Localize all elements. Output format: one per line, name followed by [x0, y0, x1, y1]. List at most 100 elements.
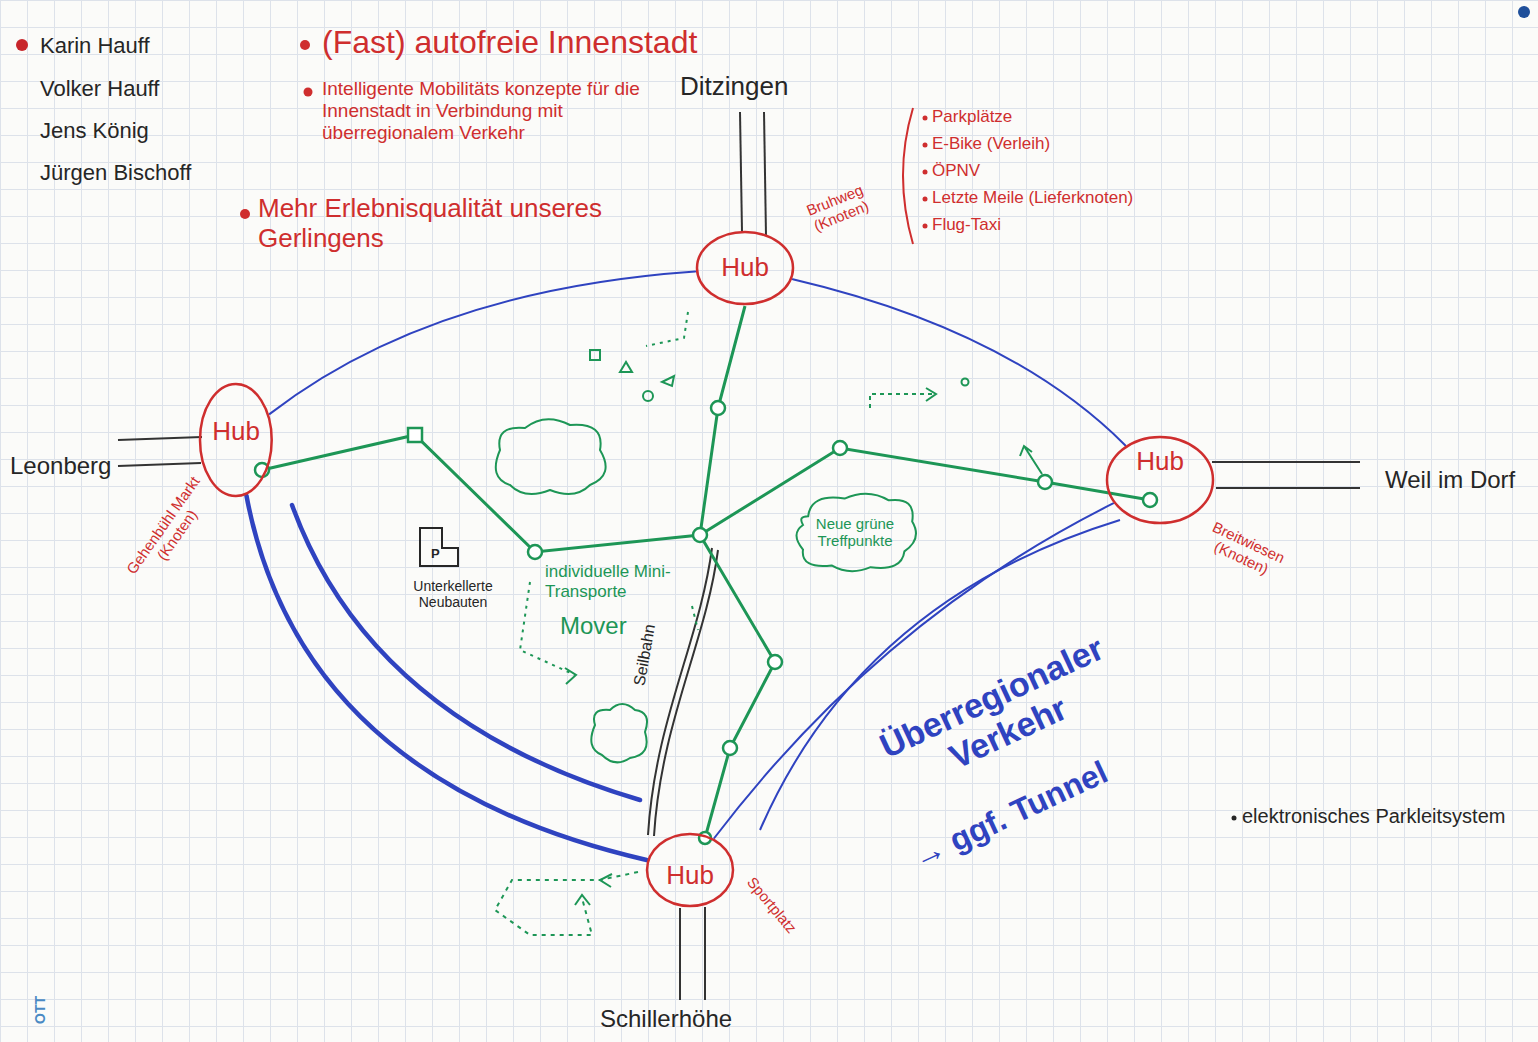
- author-name: Karin Hauff: [40, 33, 150, 58]
- hub-shape: [697, 232, 793, 304]
- hub-ellipse: HubGehenbühl Markt (Knoten): [198, 382, 274, 498]
- road-line: [118, 463, 201, 466]
- hub-feature: Flug-Taxi: [932, 215, 1001, 235]
- hub-feature: ÖPNV: [932, 161, 980, 181]
- hub-location: Breitwiesen (Knoten): [1192, 513, 1297, 587]
- watermark: OTT: [32, 990, 48, 1030]
- ring-road-connector: [270, 271, 695, 413]
- bullet-dot: [923, 224, 928, 229]
- hub-label: Hub: [666, 861, 714, 891]
- mini-vehicle: [662, 376, 674, 386]
- station: [768, 655, 782, 669]
- dotted-route: [870, 394, 935, 408]
- green-cloud: [591, 704, 647, 762]
- hub-feature: Letzte Meile (Lieferknoten): [932, 188, 1133, 208]
- bullet-dot: [304, 88, 313, 97]
- arrow-head: [926, 388, 936, 401]
- mover-route: [700, 448, 1150, 535]
- hub-label: Hub: [212, 417, 260, 447]
- station: [528, 545, 542, 559]
- pin: [1518, 6, 1530, 18]
- cable-car-line: [654, 550, 718, 836]
- mini-vehicle: [620, 362, 632, 372]
- station: [833, 441, 847, 455]
- cloud-label: Neue grüne Treffpunkte: [808, 515, 902, 550]
- dotted-route: [692, 606, 698, 630]
- hub-shape: [1107, 437, 1213, 523]
- hub-ellipse: HubBruhweg (Knoten): [695, 230, 795, 306]
- bullet-dot: [240, 209, 250, 219]
- road-line: [740, 112, 742, 232]
- road-line: [1216, 487, 1360, 489]
- mini-vehicle: [590, 350, 600, 360]
- road-line: [764, 112, 766, 236]
- ring-road-connector: [793, 279, 1125, 445]
- goal-text: Intelligente Mobilitäts konzepte für die…: [322, 78, 662, 144]
- bullet-dot: [923, 197, 928, 202]
- mover-route: [262, 435, 700, 552]
- author-name: Jens König: [40, 118, 149, 143]
- side-note: elektronisches Parkleitsystem: [1242, 805, 1527, 828]
- hub-ellipse: HubBreitwiesen (Knoten): [1105, 435, 1215, 525]
- bracket: [903, 108, 913, 244]
- arrow-head: [565, 668, 576, 684]
- place-name: Weil im Dorf: [1385, 466, 1515, 494]
- bullet-dot: [923, 170, 928, 175]
- road-line: [704, 907, 706, 1000]
- goal-text: (Fast) autofreie Innenstadt: [322, 24, 697, 61]
- ring-road-line: [292, 505, 640, 800]
- road-line: [1212, 461, 1360, 463]
- bullet-dot: [923, 143, 928, 148]
- hub-location: Gehenbühl Markt (Knoten): [119, 467, 222, 593]
- parking-sign: P: [431, 547, 440, 562]
- arrow-head: [575, 895, 590, 905]
- station: [1038, 475, 1052, 489]
- meeting-cloud: Neue grüne Treffpunkte: [790, 488, 920, 576]
- author-name: Jürgen Bischoff: [40, 160, 191, 185]
- hub-feature: Parkplätze: [932, 107, 1012, 127]
- hub-label: Hub: [721, 253, 769, 283]
- mini-vehicle: [962, 379, 969, 386]
- station: [1143, 493, 1157, 507]
- dotted-route: [495, 872, 638, 935]
- transport-note: individuelle Mini-Transporte: [545, 562, 695, 601]
- traffic-note: → ggf. Tunnel: [889, 745, 1131, 884]
- transport-note: Mover: [560, 612, 627, 640]
- road-line: [118, 437, 202, 440]
- hub-ellipse: HubSportplatz: [645, 832, 735, 908]
- hub-location: Bruhweg (Knoten): [787, 174, 888, 242]
- arrow-head: [600, 874, 612, 887]
- bullet-dot: [923, 116, 928, 121]
- cable-car-label: Seilbahn: [628, 609, 662, 701]
- bullet-dot: [300, 40, 310, 50]
- hub-shape: [647, 834, 733, 906]
- hub-feature: E-Bike (Verleih): [932, 134, 1050, 154]
- building-icon: [420, 528, 458, 566]
- hub-label: Hub: [1136, 447, 1184, 477]
- mini-vehicle: [643, 391, 653, 401]
- cable-car-line: [648, 548, 712, 835]
- arrow-head: [1020, 446, 1042, 474]
- place-name: Leonberg: [10, 452, 111, 480]
- building-note: Unterkellerte Neubauten: [388, 578, 518, 610]
- place-name: Schillerhöhe: [600, 1005, 732, 1033]
- station: [408, 428, 422, 442]
- place-name: Ditzingen: [680, 72, 788, 102]
- station: [693, 528, 707, 542]
- mover-route: [700, 535, 775, 838]
- station: [711, 401, 725, 415]
- author-name: Volker Hauff: [40, 76, 159, 101]
- goal-text: Mehr Erlebnisqualität unseres Gerlingens: [258, 194, 648, 254]
- pin: [16, 39, 28, 51]
- green-cloud: [496, 419, 606, 494]
- station: [723, 741, 737, 755]
- bullet-dot: [1232, 816, 1237, 821]
- hub-shape: [200, 384, 272, 496]
- dotted-route: [646, 312, 688, 346]
- cloud-shape: [797, 494, 916, 572]
- hub-location: Sportplatz: [733, 861, 810, 949]
- road-line: [679, 908, 681, 1000]
